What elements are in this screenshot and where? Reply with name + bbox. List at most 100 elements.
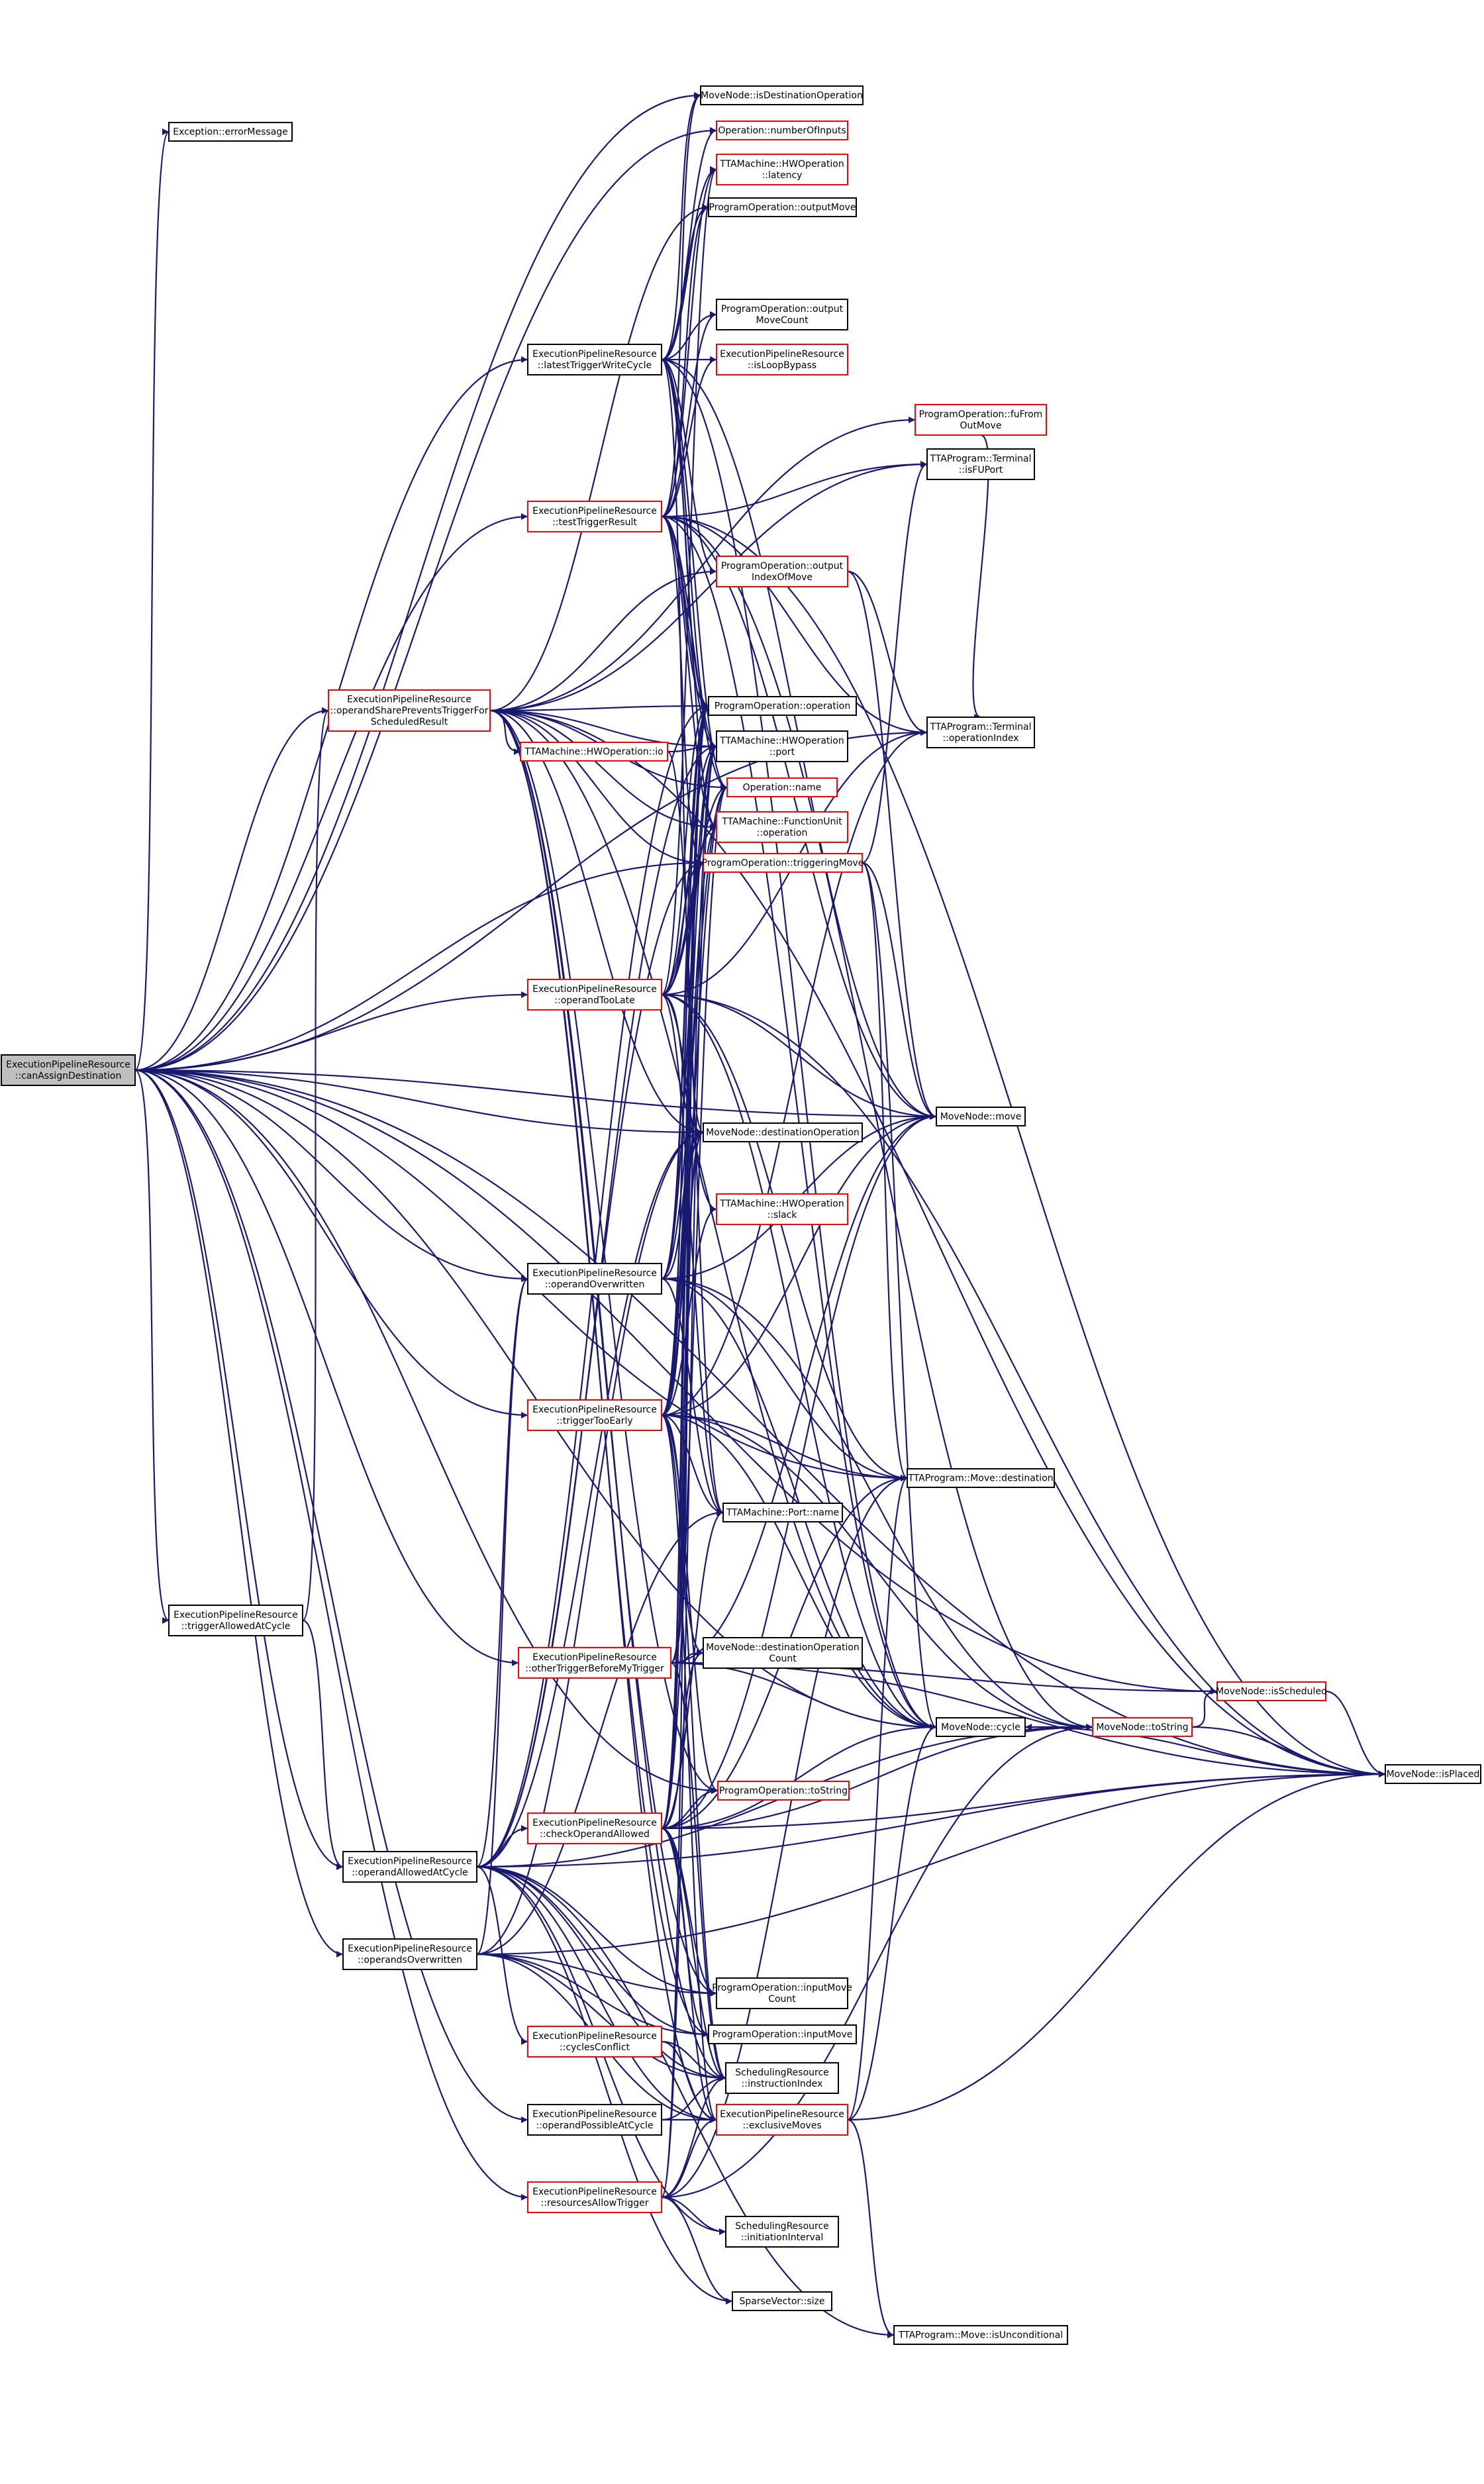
node-operandsOverwritten[interactable]: ExecutionPipelineResource::operandsOverw…: [342, 1938, 477, 1970]
edge-operandAllowedAtCycle-to-size: [476, 1865, 733, 2305]
edge-root-to-toStringPO: [134, 1069, 718, 1794]
edge-testTriggerResult-to-toStringMN: [661, 515, 1093, 1730]
node-move[interactable]: MoveNode::move: [936, 1107, 1026, 1126]
node-triggeringMove[interactable]: ProgramOperation::triggeringMove: [702, 853, 864, 873]
edge-toStringMN-to-isPlaced: [1191, 1726, 1386, 1777]
node-operandAllowedAtCycle[interactable]: ExecutionPipelineResource::operandAllowe…: [342, 1851, 477, 1883]
node-isFUPort[interactable]: TTAProgram::Terminal::isFUPort: [926, 448, 1035, 480]
edge-root-to-otherTriggerBeforeMyTrigger: [134, 1069, 519, 1666]
edge-operandsOverwritten-to-instructionIndex: [476, 1953, 726, 2081]
node-instructionIndex[interactable]: SchedulingResource::instructionIndex: [725, 2062, 839, 2094]
edge-checkOperandAllowed-to-exclusiveMoves: [661, 1827, 717, 2123]
edge-operandAllowedAtCycle-to-exclusiveMoves: [476, 1865, 717, 2123]
node-resourcesAllowTrigger[interactable]: ExecutionPipelineResource::resourcesAllo…: [527, 2181, 662, 2213]
node-toStringMN[interactable]: MoveNode::toString: [1092, 1717, 1193, 1737]
node-operationIndex[interactable]: TTAProgram::Terminal::operationIndex: [926, 717, 1035, 748]
node-isDestinationOperation[interactable]: MoveNode::isDestinationOperation: [700, 85, 864, 105]
node-label: ExecutionPipelineResource: [347, 695, 471, 705]
edge-checkOperandAllowed-to-opname: [661, 784, 728, 1830]
node-box: [716, 1193, 848, 1225]
edge-resourcesAllowTrigger-to-initiationInterval: [661, 2196, 726, 2235]
node-box: [520, 742, 668, 762]
node-initiationInterval[interactable]: SchedulingResource::initiationInterval: [725, 2216, 839, 2248]
node-box: [527, 1399, 662, 1431]
node-numberOfInputs[interactable]: Operation::numberOfInputs: [716, 121, 848, 140]
node-isLoopBypass[interactable]: ExecutionPipelineResource::isLoopBypass: [716, 344, 848, 375]
node-slack[interactable]: TTAMachine::HWOperation::slack: [716, 1193, 848, 1225]
node-inputMove[interactable]: ProgramOperation::inputMove: [708, 2024, 857, 2044]
edge-operandOverwritten-to-destinationOperation: [661, 1129, 704, 1280]
edge-triggerAllowedAtCycle-to-operandAllowedAtCycle: [302, 1619, 344, 1870]
edge-resourcesAllowTrigger-to-size: [661, 2196, 733, 2305]
node-triggerAllowedAtCycle[interactable]: ExecutionPipelineResource::triggerAllowe…: [168, 1605, 303, 1636]
edge-operandsOverwritten-to-destinationOperation: [476, 1129, 704, 1956]
node-isPlaced[interactable]: MoveNode::isPlaced: [1385, 1764, 1481, 1784]
node-destinationOperation[interactable]: MoveNode::destinationOperation: [703, 1122, 863, 1142]
node-label: ::exclusiveMoves: [742, 2120, 821, 2131]
edge-operandShares-to-isFUPort: [489, 461, 928, 712]
node-label: ExecutionPipelineResource: [532, 2031, 657, 2042]
edge-resourcesAllowTrigger-to-port: [661, 743, 717, 2199]
node-toStringPO[interactable]: ProgramOperation::toString: [717, 1781, 850, 1801]
node-triggerTooEarly[interactable]: ExecutionPipelineResource::triggerTooEar…: [527, 1399, 662, 1431]
node-label: ExecutionPipelineResource: [173, 1610, 298, 1620]
node-operandOverwritten[interactable]: ExecutionPipelineResource::operandOverwr…: [527, 1263, 662, 1295]
node-label: ExecutionPipelineResource: [532, 349, 657, 360]
node-label: ::port: [769, 747, 795, 758]
node-label: ProgramOperation::fuFrom: [919, 409, 1043, 420]
node-operandTooLate[interactable]: ExecutionPipelineResource::operandTooLat…: [527, 979, 662, 1011]
edge-testTriggerResult-to-outputMove: [661, 204, 709, 518]
edge-checkOperandAllowed-to-move: [661, 1113, 937, 1830]
edge-root-to-operandsOverwritten: [134, 1069, 344, 1958]
node-box: [708, 696, 857, 716]
node-label: MoveCount: [756, 315, 809, 326]
node-operation[interactable]: ProgramOperation::operation: [708, 696, 857, 716]
node-opname[interactable]: Operation::name: [726, 777, 838, 797]
node-box: [168, 122, 293, 142]
node-isScheduled[interactable]: MoveNode::isScheduled: [1216, 1681, 1327, 1701]
node-label: ProgramOperation::inputMove: [713, 2030, 853, 2040]
node-fuoperation[interactable]: TTAMachine::FunctionUnit::operation: [716, 811, 848, 843]
node-outputMove[interactable]: ProgramOperation::outputMove: [708, 197, 857, 217]
node-box: [907, 1468, 1055, 1488]
node-layer: ExecutionPipelineResource::canAssignDest…: [1, 85, 1481, 2345]
node-destination[interactable]: TTAProgram::Move::destination: [907, 1468, 1055, 1488]
edge-resourcesAllowTrigger-to-toStringMN: [661, 1724, 1093, 2199]
node-portname[interactable]: TTAMachine::Port::name: [722, 1503, 843, 1522]
edge-root-to-errorMessage: [134, 128, 170, 1071]
node-operandPossibleAtCycle[interactable]: ExecutionPipelineResource::operandPossib…: [527, 2104, 662, 2136]
edge-checkOperandAllowed-to-destinationOperationCount: [661, 1650, 704, 1830]
node-errorMessage[interactable]: Exception::errorMessage: [168, 122, 293, 142]
node-label: ExecutionPipelineResource: [348, 1944, 472, 1954]
node-size[interactable]: SparseVector::size: [732, 2291, 832, 2311]
node-testTriggerResult[interactable]: ExecutionPipelineResource::testTriggerRe…: [527, 501, 662, 532]
edge-operandAllowedAtCycle-to-destinationOperation: [476, 1129, 704, 1868]
node-label: SchedulingResource: [735, 2067, 829, 2078]
node-label: ::operandTooLate: [554, 995, 634, 1006]
node-operandShares[interactable]: ExecutionPipelineResource::operandShareP…: [328, 689, 491, 732]
node-label: ExecutionPipelineResource: [532, 2109, 657, 2120]
node-label: ::operation: [757, 828, 808, 838]
node-port[interactable]: TTAMachine::HWOperation::port: [716, 730, 848, 762]
node-hwio[interactable]: TTAMachine::HWOperation::io: [520, 742, 668, 762]
edge-triggeringMove-to-move: [862, 862, 937, 1120]
node-latestTriggerWriteCycle[interactable]: ExecutionPipelineResource::latestTrigger…: [527, 344, 662, 375]
node-cyclesConflict[interactable]: ExecutionPipelineResource::cyclesConflic…: [527, 2026, 662, 2058]
node-checkOperandAllowed[interactable]: ExecutionPipelineResource::checkOperandA…: [527, 1813, 662, 1844]
node-otherTriggerBeforeMyTrigger[interactable]: ExecutionPipelineResource::otherTriggerB…: [518, 1647, 671, 1679]
node-label: ::operandOverwritten: [545, 1279, 645, 1290]
node-cycle[interactable]: MoveNode::cycle: [936, 1717, 1026, 1737]
node-latency[interactable]: TTAMachine::HWOperation::latency: [716, 154, 848, 185]
node-isUnconditional[interactable]: TTAProgram::Move::isUnconditional: [893, 2325, 1068, 2345]
node-box: [527, 2104, 662, 2136]
node-exclusiveMoves[interactable]: ExecutionPipelineResource::exclusiveMove…: [716, 2104, 848, 2136]
node-label: ::latestTriggerWriteCycle: [538, 360, 652, 371]
edge-operandTooLate-to-latency: [661, 166, 717, 996]
node-root[interactable]: ExecutionPipelineResource::canAssignDest…: [1, 1054, 136, 1086]
